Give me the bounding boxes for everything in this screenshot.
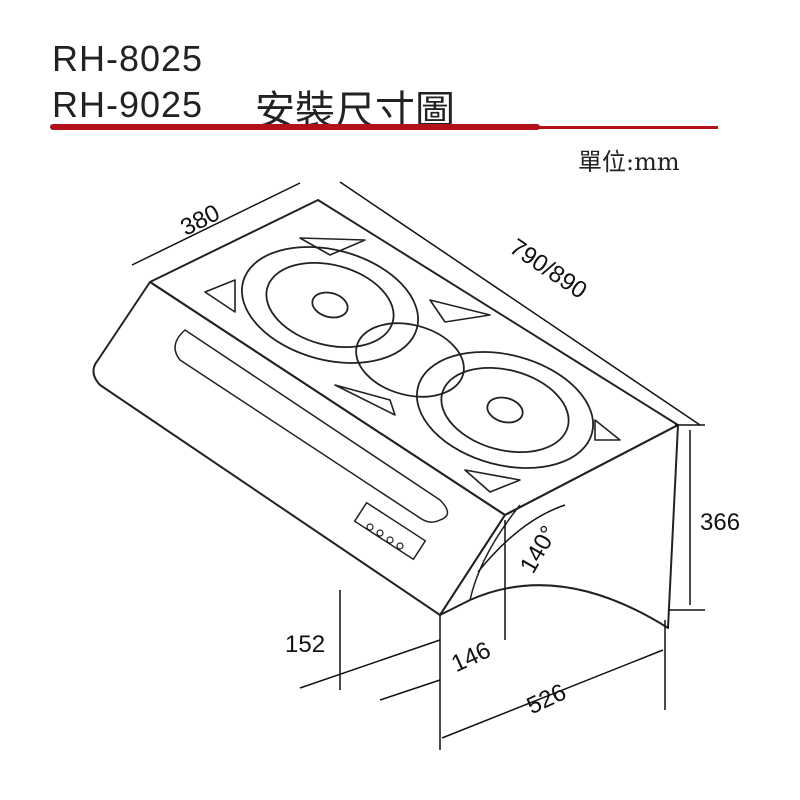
vent-triangles (204, 237, 621, 493)
dimension-height: 366 (700, 509, 740, 536)
hood-side-panel (439, 424, 679, 629)
model-number-1: RH-8025 (52, 38, 204, 79)
dimension-depth: 380 (176, 199, 224, 241)
control-panel (353, 501, 427, 561)
fan-left (241, 246, 419, 364)
dimension-width: 790/890 (505, 234, 592, 305)
fan-right (416, 351, 594, 469)
unit-label: 單位:mm (578, 148, 680, 176)
dimension-front-height: 152 (285, 631, 325, 658)
hood-front-panel (92, 281, 506, 616)
light-strip (174, 329, 449, 523)
model-number-2: RH-9025 (52, 84, 204, 125)
dimension-side-offset: 146 (447, 637, 495, 678)
exhaust-outlet (355, 322, 465, 398)
control-buttons (366, 523, 404, 550)
title-underline-thin (535, 126, 718, 129)
dimension-angle: 140° (515, 521, 563, 577)
title-underline (50, 124, 540, 130)
dimension-side-depth: 526 (523, 679, 571, 720)
